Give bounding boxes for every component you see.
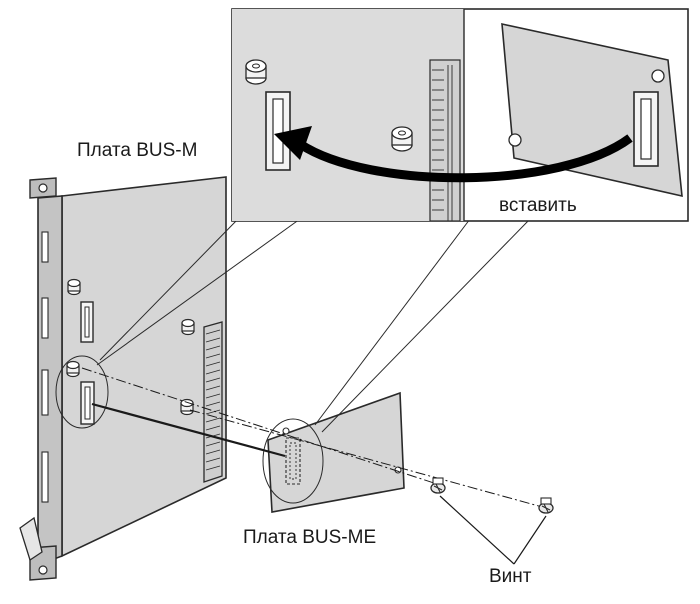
bus-me-card-body — [267, 391, 405, 513]
bus-m-board-label: Плата BUS-M — [77, 140, 198, 161]
insert-label: вставить — [499, 195, 577, 216]
inset-bus-me-mount-hole — [508, 133, 522, 147]
front-panel-slot — [41, 297, 49, 339]
inset-backplane-pins — [432, 65, 453, 221]
backplane-pins — [205, 329, 221, 471]
bus-me-hidden-connector — [285, 437, 301, 485]
inset-callout-lines — [96, 218, 531, 433]
zoom-circle-bus-m — [55, 355, 109, 429]
connector-icon — [265, 91, 291, 171]
bus-me-hidden-connector-inner — [289, 442, 297, 480]
bus-m-board — [19, 176, 227, 581]
screw-alignment-lines — [81, 367, 547, 509]
screw-icon — [538, 497, 554, 514]
bus-m-bottom-bracket-hole — [38, 565, 48, 575]
curved-arrow-icon — [274, 126, 633, 183]
bus-m-board-body — [61, 176, 227, 558]
inset-detail — [231, 8, 689, 222]
screw-leader-lines — [439, 495, 547, 565]
front-panel-slot — [41, 369, 49, 416]
standoff-icon — [67, 278, 81, 296]
bus-me-card-label: Плата BUS-ME — [243, 527, 377, 548]
connector-icon — [633, 91, 659, 167]
bus-m-latch — [19, 516, 43, 562]
standoff-icon — [245, 59, 267, 85]
connector-icon — [80, 301, 94, 343]
bus-m-backplane-connector — [203, 321, 223, 483]
screw-label: Винт — [489, 566, 532, 587]
standoff-icon — [181, 318, 195, 336]
bus-me-mount-hole — [282, 427, 290, 435]
standoff-icon — [66, 360, 80, 378]
bus-m-top-bracket-hole — [38, 183, 48, 193]
connector-alignment-line — [91, 402, 286, 458]
inset-backplane-connector — [429, 59, 461, 221]
front-panel-slot — [41, 451, 49, 503]
standoff-icon — [180, 398, 194, 416]
inset-bus-me-mount-hole — [651, 69, 665, 83]
front-panel-slot — [41, 231, 49, 263]
standoff-icon — [391, 126, 413, 152]
connector-icon — [80, 381, 95, 425]
zoom-circle-bus-me — [262, 418, 324, 504]
screw-icon — [430, 477, 446, 494]
bus-me-card — [267, 391, 405, 513]
